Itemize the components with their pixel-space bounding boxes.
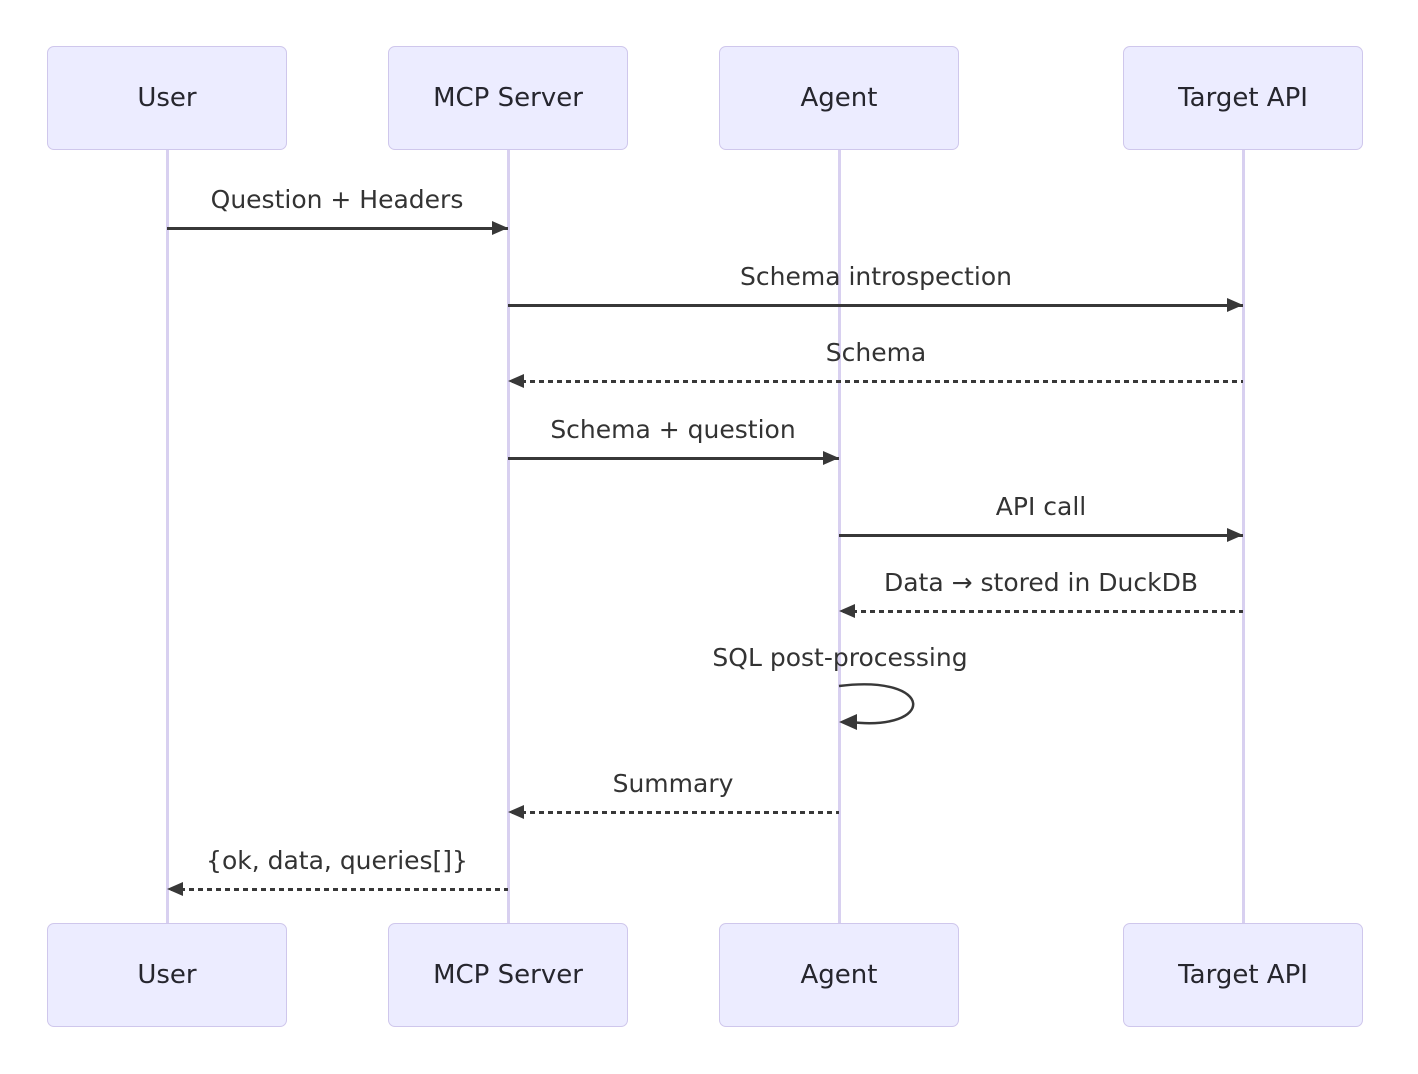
actor-mcp-server-bottom: MCP Server bbox=[388, 923, 628, 1027]
message-line bbox=[512, 811, 839, 814]
actor-label: Agent bbox=[800, 83, 878, 113]
actor-label: MCP Server bbox=[433, 960, 583, 990]
message-line bbox=[508, 304, 1243, 307]
arrowhead-left-icon bbox=[839, 604, 855, 618]
message-line bbox=[167, 227, 508, 230]
message-line bbox=[508, 457, 839, 460]
actor-agent-bottom: Agent bbox=[719, 923, 959, 1027]
lifeline-user bbox=[166, 150, 169, 923]
actor-mcp-server-top: MCP Server bbox=[388, 46, 628, 150]
actor-target-api-bottom: Target API bbox=[1123, 923, 1363, 1027]
actor-label: User bbox=[137, 960, 197, 990]
message-label: Schema bbox=[825, 338, 927, 367]
actor-agent-top: Agent bbox=[719, 46, 959, 150]
arrowhead-right-icon bbox=[823, 451, 839, 465]
message-line bbox=[512, 380, 1243, 383]
actor-user-bottom: User bbox=[47, 923, 287, 1027]
message-label: SQL post-processing bbox=[712, 643, 968, 672]
message-line bbox=[171, 888, 508, 891]
message-label: Data → stored in DuckDB bbox=[883, 568, 1199, 597]
arrowhead-right-icon bbox=[1227, 528, 1243, 542]
arrowhead-right-icon bbox=[492, 221, 508, 235]
arrowhead-left-icon bbox=[167, 882, 183, 896]
message-label: {ok, data, queries[]} bbox=[206, 846, 468, 875]
message-label: Summary bbox=[612, 769, 734, 798]
lifeline-agent bbox=[838, 150, 841, 923]
arrowhead-left-icon bbox=[508, 805, 524, 819]
actor-label: Target API bbox=[1178, 960, 1308, 990]
lifeline-mcp-server bbox=[507, 150, 510, 923]
actor-target-api-top: Target API bbox=[1123, 46, 1363, 150]
actor-label: User bbox=[137, 83, 197, 113]
message-label: Question + Headers bbox=[210, 185, 464, 214]
self-loop-arrow-icon bbox=[838, 683, 915, 730]
actor-user-top: User bbox=[47, 46, 287, 150]
arrowhead-right-icon bbox=[1227, 298, 1243, 312]
message-line bbox=[843, 610, 1243, 613]
actor-label: Agent bbox=[800, 960, 878, 990]
message-label: Schema introspection bbox=[740, 262, 1012, 291]
actor-label: Target API bbox=[1178, 83, 1308, 113]
message-line bbox=[839, 534, 1243, 537]
message-label: API call bbox=[995, 492, 1087, 521]
lifeline-target-api bbox=[1242, 150, 1245, 923]
message-label: Schema + question bbox=[550, 415, 796, 444]
arrowhead-left-icon bbox=[508, 374, 524, 388]
actor-label: MCP Server bbox=[433, 83, 583, 113]
